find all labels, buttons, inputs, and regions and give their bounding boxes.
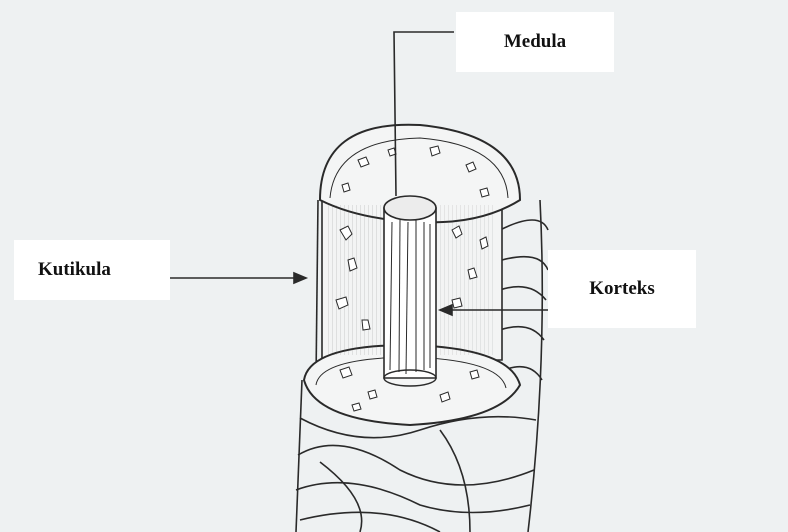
korteks-label: Korteks <box>548 250 696 328</box>
kutikula-label: Kutikula <box>14 240 170 300</box>
medula-label: Medula <box>456 12 614 72</box>
medulla-column <box>384 196 436 386</box>
